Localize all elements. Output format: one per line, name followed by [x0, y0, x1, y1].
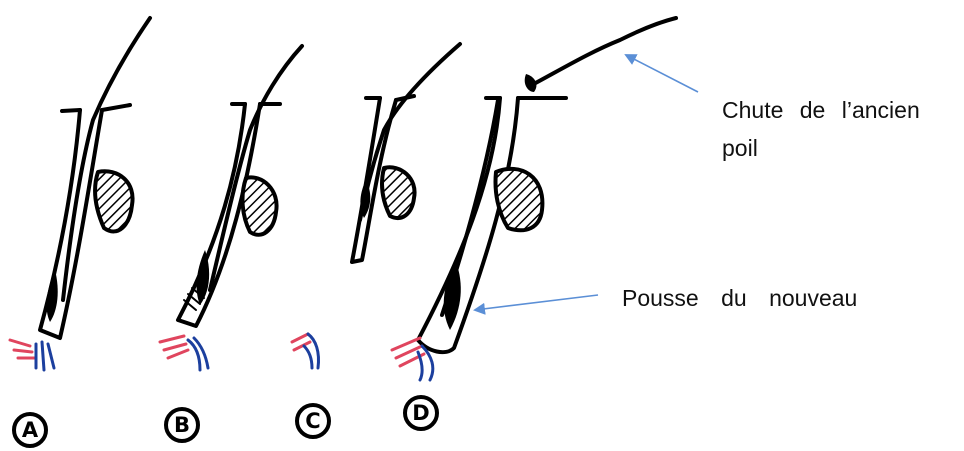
stage-b-gland: [243, 177, 277, 234]
stage-d-gland: [496, 169, 543, 230]
stage-b-bulb: [197, 250, 210, 305]
stage-c-vein: [304, 334, 319, 368]
stage-a-vessels: [10, 340, 54, 370]
stage-c-gland: [382, 167, 415, 218]
new-hair-arrow: [475, 295, 598, 310]
stage-d-letter: D: [412, 401, 429, 425]
old-hair-arrow: [626, 55, 698, 92]
old-hair-fall-label-line2: poil: [722, 131, 758, 165]
stage-c-vessels: [292, 334, 319, 368]
stage-a-artery: [10, 340, 34, 358]
stage-d-bulb: [444, 262, 461, 330]
stage-a-vein: [36, 342, 54, 370]
stage-a-skin-left: [62, 110, 80, 111]
stage-d-old-hair-club: [525, 74, 537, 92]
stage-b-artery: [160, 336, 188, 358]
stage-b-letter: B: [174, 413, 190, 437]
new-hair-growth-label: Pousse du nouveau: [622, 281, 857, 315]
stage-d-old-hair: [530, 18, 676, 86]
stage-d-vessels: [392, 338, 433, 380]
stage-c-letter: C: [305, 409, 320, 433]
stage-b-label: B: [166, 409, 198, 441]
stage-b-vessels: [160, 336, 208, 370]
stage-a-skin-right: [102, 105, 130, 110]
stage-a-gland: [95, 171, 132, 231]
stage-a-bulb: [47, 270, 58, 322]
old-hair-fall-label-line1: Chute de l’ancien: [722, 93, 920, 127]
stage-b-vein: [188, 338, 208, 370]
stage-c-follicle: [352, 44, 460, 262]
stage-a-letter: A: [22, 418, 39, 442]
stage-a-label: A: [14, 414, 46, 446]
stage-d-label: D: [405, 397, 437, 429]
stage-c-skin-right: [396, 96, 414, 100]
stage-c-label: C: [297, 405, 329, 437]
